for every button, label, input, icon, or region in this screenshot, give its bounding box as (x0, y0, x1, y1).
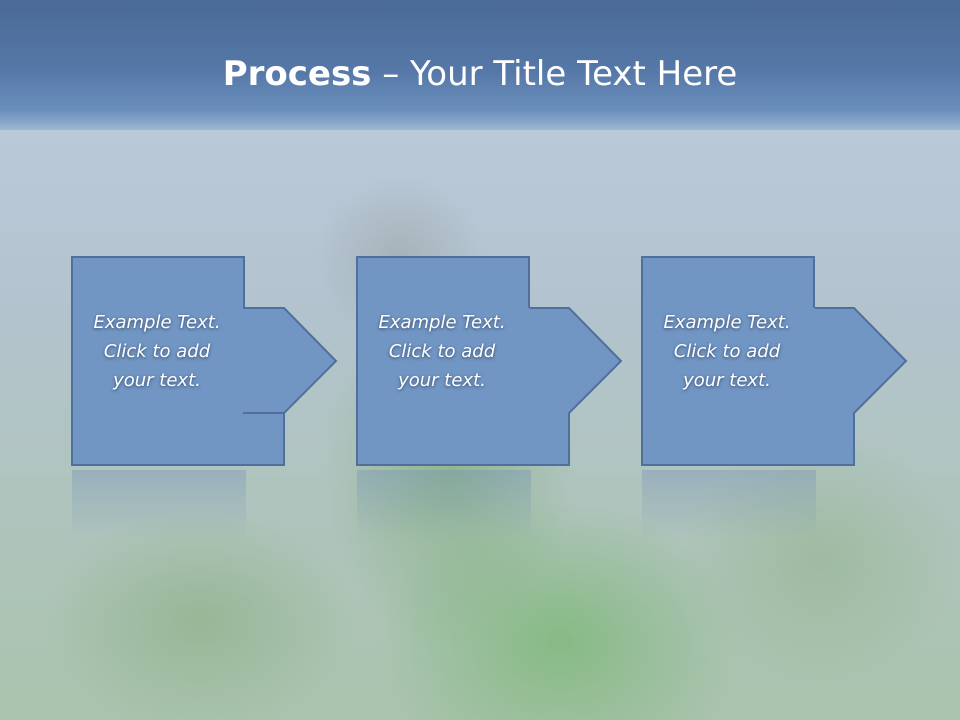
step-line: Example Text. (378, 312, 506, 333)
step-3-text[interactable]: Example Text. Click to add your text. (641, 308, 813, 395)
step-line: Example Text. (663, 312, 791, 333)
step-line: Example Text. (93, 312, 221, 333)
slide-title[interactable]: Process – Your Title Text Here (0, 52, 960, 96)
step-1-reflection (72, 470, 246, 540)
step-line: your text. (683, 370, 771, 391)
process-step-2[interactable]: Example Text. Click to add your text. (356, 256, 626, 468)
title-bold: Process (222, 54, 372, 94)
step-line: your text. (113, 370, 201, 391)
title-rest: – Your Title Text Here (371, 54, 738, 94)
right-arrow-icon (71, 256, 338, 466)
step-3-reflection (642, 470, 816, 540)
right-arrow-icon (641, 256, 908, 466)
step-1-text[interactable]: Example Text. Click to add your text. (71, 308, 243, 395)
process-step-1[interactable]: Example Text. Click to add your text. (71, 256, 341, 468)
step-line: Click to add (103, 341, 211, 362)
step-line: Click to add (673, 341, 781, 362)
step-2-reflection (357, 470, 531, 540)
right-arrow-icon (356, 256, 623, 466)
step-line: your text. (398, 370, 486, 391)
step-line: Click to add (388, 341, 496, 362)
process-step-3[interactable]: Example Text. Click to add your text. (641, 256, 911, 468)
title-bar: Process – Your Title Text Here (0, 0, 960, 130)
step-2-text[interactable]: Example Text. Click to add your text. (356, 308, 528, 395)
